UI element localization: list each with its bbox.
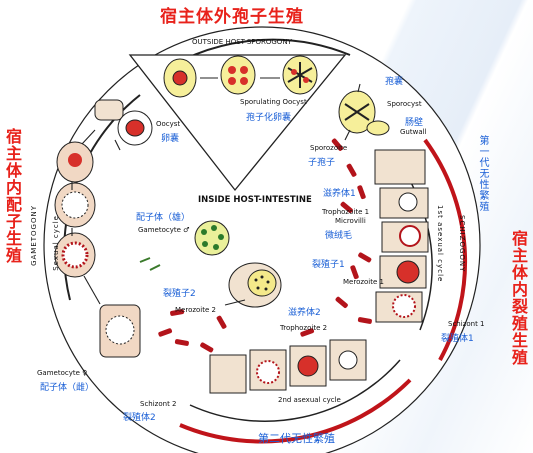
female-gametocyte-label: Gametocyte ♀ — [37, 369, 88, 377]
second-asexual-arc-inner — [189, 359, 401, 422]
title-second-asexual: 第二代无性繁殖 — [258, 432, 335, 445]
second-asexual-arc-red — [179, 378, 412, 444]
merozoite2-label-cn: 裂殖子2 — [163, 289, 196, 299]
intestine-cells-right — [374, 149, 429, 323]
sporocyst-label: Sporocyst — [387, 100, 422, 108]
schizogony-label: SCHIZOGONY — [458, 215, 466, 273]
outside-host-label: OUTSIDE HOST-SPOROGONY — [192, 38, 292, 46]
schizont1-label: Schizont 1 — [448, 320, 485, 328]
merozoite1-label-cn: 裂殖子1 — [312, 260, 345, 270]
schizont2-label-cn: 裂殖体2 — [123, 413, 156, 423]
intestine-cells-bottom — [209, 339, 367, 394]
merozoite1-label: Merozoite 1 — [343, 278, 384, 286]
title-first-asexual: 第一代无性繁殖 — [477, 135, 488, 212]
trophozoite2-label-cn: 滋养体2 — [288, 308, 321, 318]
schizont1-label-cn: 裂殖体1 — [441, 334, 474, 344]
microvilli-label-cn: 微绒毛 — [325, 231, 353, 241]
sporozoite-label-cn: 子孢子 — [308, 158, 336, 168]
trophozoite1-label-cn: 滋养体1 — [323, 189, 356, 199]
first-asexual-cycle-label: 1st asexual cycle — [436, 205, 444, 283]
title-schizogony: 宿主体内裂殖生殖 — [509, 230, 528, 366]
oocyst-label-cn: 卵囊 — [161, 134, 180, 144]
sporocyst-label-cn: 孢囊 — [385, 77, 404, 87]
gametogony-cells — [54, 99, 153, 358]
sporulating-oocyst-label-cn: 孢子化卵囊 — [246, 113, 292, 123]
female-gametocyte-label-cn: 配子体（雌） — [40, 383, 95, 393]
cycle-arrows — [71, 77, 361, 306]
microvilli-label: Microvilli — [335, 217, 366, 225]
merozoite-rods — [158, 138, 372, 353]
title-outside-host: 宿主体外孢子生殖 — [160, 7, 304, 27]
male-gametocyte-label: Gametocyte ♂ — [138, 226, 190, 234]
sporulating-oocyst-label: Sporulating Oocyst — [240, 98, 307, 106]
gametogony-label: GAMETOGONY — [30, 205, 38, 266]
trophozoite1-label: Trophozoite 1 — [322, 208, 370, 216]
sporulating-oocyst-1 — [220, 55, 256, 95]
schizogony-arc-red — [423, 138, 468, 361]
title-gametogony: 宿主体内配子生殖 — [3, 128, 22, 264]
male-gametocyte-label-cn: 配子体（雄） — [136, 213, 191, 223]
oocyst-nucleus — [172, 70, 188, 86]
oocyst-label: Oocyst — [156, 120, 181, 128]
gutwall-label-cn: 肠壁 — [405, 118, 424, 128]
sexual-cycle-label: Sexual cycle — [52, 215, 60, 271]
gutwall-label: Gutwall — [400, 128, 427, 136]
trophozoite2-label: Trophozoite 2 — [280, 324, 328, 332]
inside-host-label: INSIDE HOST-INTESTINE — [198, 195, 312, 205]
merozoite2-label: Merozoite 2 — [175, 306, 216, 314]
schizont2-label: Schizont 2 — [140, 400, 177, 408]
sporozoite-label: Sporozoite — [310, 144, 348, 152]
second-asexual-cycle-label: 2nd asexual cycle — [278, 396, 341, 404]
